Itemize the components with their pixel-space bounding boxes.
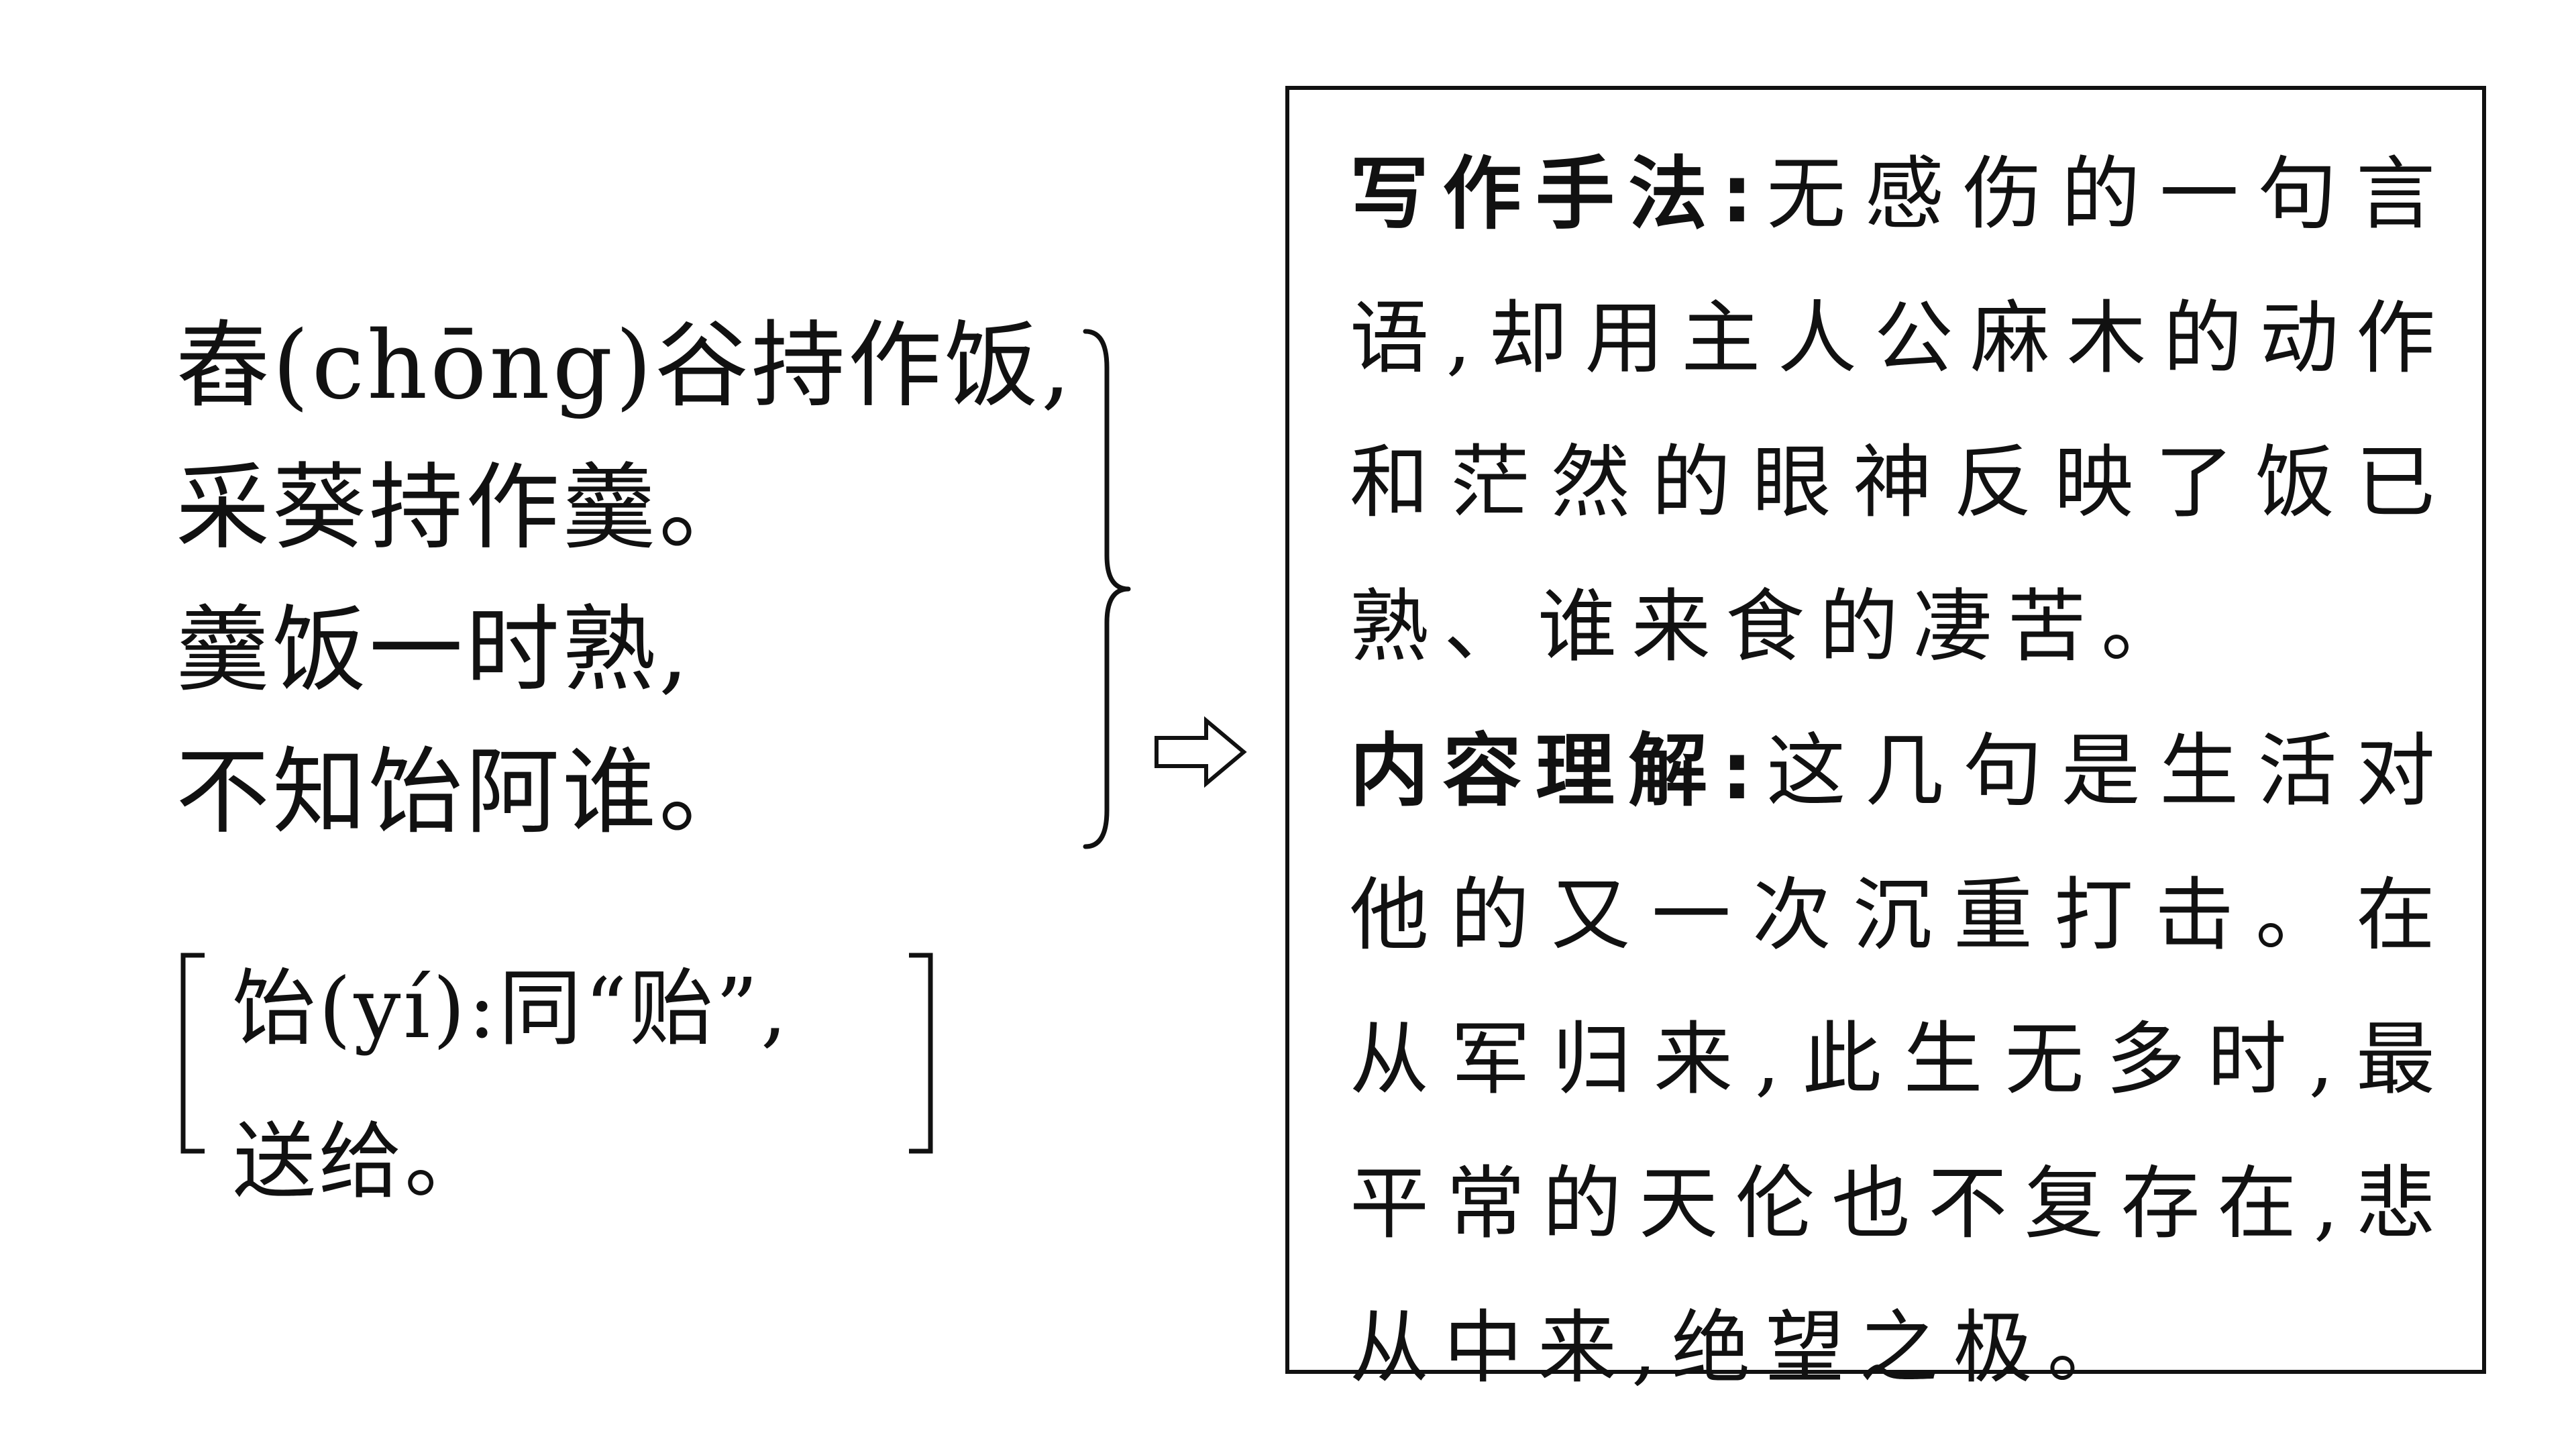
right-brace-icon (1083, 329, 1131, 849)
right-square-bracket-icon (909, 953, 933, 1154)
poem-line-3: 羹饭一时熟, (176, 596, 692, 705)
technique-paragraph: 写作手法:无感伤的一句言语,却用主人公麻木的动作和茫然的眼神反映了饭已熟、谁来食… (1350, 122, 2450, 699)
understanding-heading: 内容理解: (1350, 724, 1762, 817)
analysis-text: 写作手法:无感伤的一句言语,却用主人公麻木的动作和茫然的眼神反映了饭已熟、谁来食… (1350, 122, 2450, 1420)
right-arrow-icon (1155, 716, 1247, 788)
left-square-bracket-icon (180, 953, 205, 1154)
poem-line-1: 舂(chōng)谷持作饭, (176, 311, 1074, 421)
understanding-body: 这几句是生活对他的又一次沉重打击。在从军归来,此生无多时,最平常的天伦也不复存在… (1350, 724, 2450, 1394)
gloss-line-2: 送给。 (233, 1114, 491, 1210)
analysis-box: 写作手法:无感伤的一句言语,却用主人公麻木的动作和茫然的眼神反映了饭已熟、谁来食… (1285, 86, 2486, 1394)
poem-line-2: 采葵持作羹。 (176, 453, 756, 563)
technique-body: 无感伤的一句言语,却用主人公麻木的动作和茫然的眼神反映了饭已熟、谁来食的凄苦。 (1350, 148, 2450, 673)
poem: 舂(chōng)谷持作饭, 采葵持作羹。 羹饭一时熟, 不知饴阿谁。 (176, 295, 1074, 864)
understanding-paragraph: 内容理解:这几句是生活对他的又一次沉重打击。在从军归来,此生无多时,最平常的天伦… (1350, 699, 2450, 1420)
gloss-line-1: 饴(yí):同“贻”, (233, 961, 790, 1057)
gloss-note: 饴(yí):同“贻”, 送给。 (178, 932, 949, 1210)
poem-line-4: 不知饴阿谁。 (176, 738, 756, 847)
gloss-text: 饴(yí):同“贻”, 送给。 (233, 932, 904, 1238)
technique-heading: 写作手法: (1350, 148, 1762, 240)
